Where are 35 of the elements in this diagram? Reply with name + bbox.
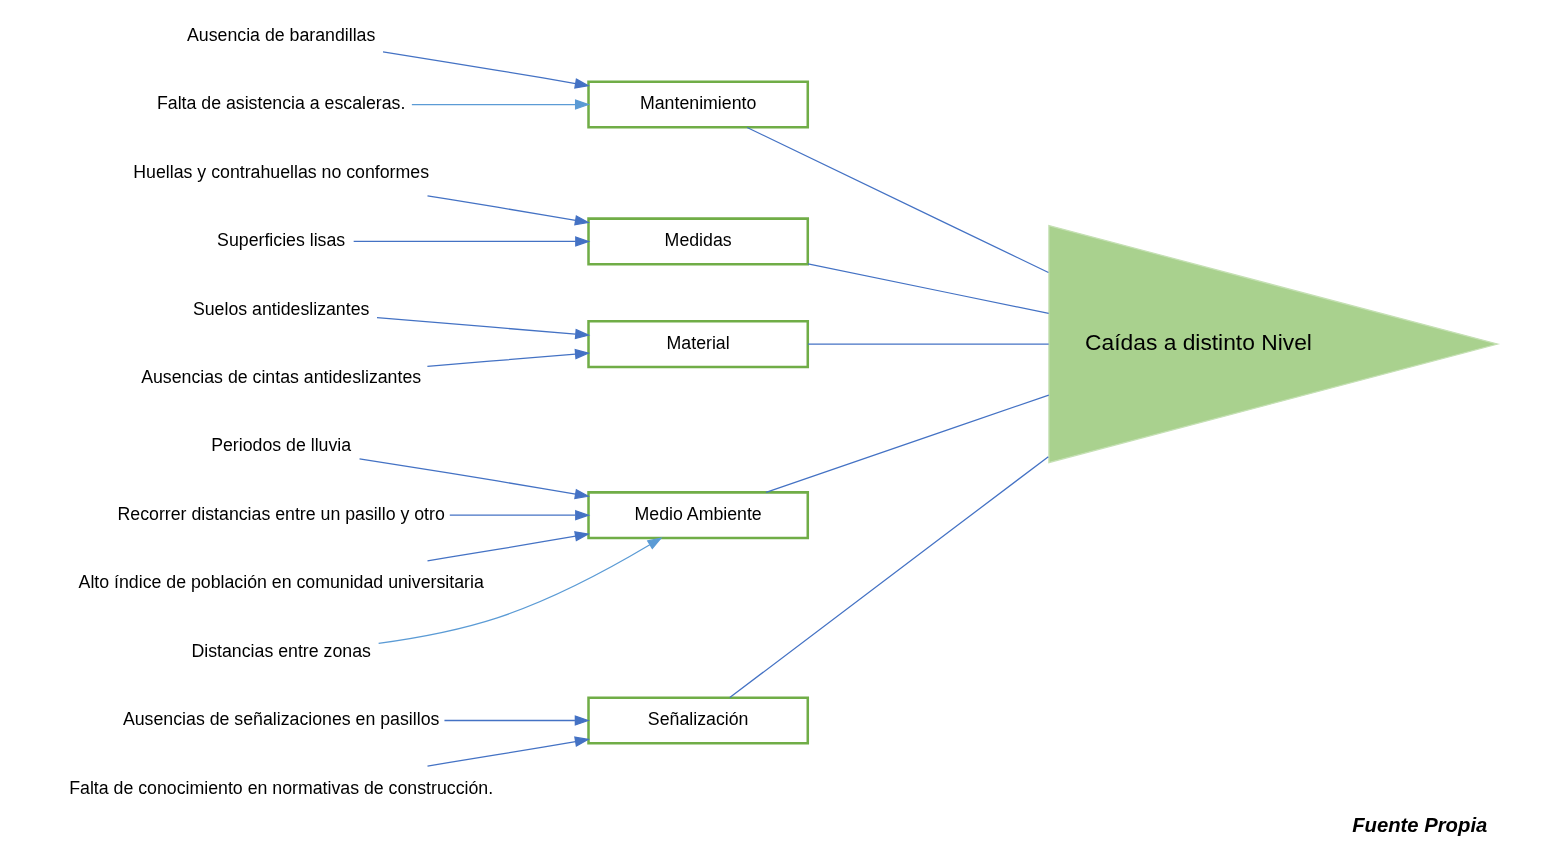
arrow [426,531,590,562]
node-text: Falta de conocimiento en normativas de construcción. [68,777,493,798]
connector [728,456,1049,699]
arrow [426,736,590,767]
node-text: Ausencia de barandillas [186,24,375,45]
arrow [448,509,590,521]
arrow [426,195,590,226]
node-text: Suelos antideslizantes [192,298,369,319]
node-text: Distancias entre zonas [190,640,371,661]
arrow [410,99,590,110]
node-text: Falta de asistencia a escaleras. [156,93,405,114]
node-box: Material [586,320,809,369]
node-box: Mantenimiento [586,80,809,129]
node-text: Ausencias de señalizaciones en pasillos [122,709,439,730]
connector [806,263,1049,315]
arrow [426,348,590,367]
node-box: Medio Ambiente [586,491,809,540]
node-text: Huellas y contrahuellas no conformes [132,161,429,182]
node-text: Alto índice de población en comunidad universitaria [78,572,484,593]
arrow [375,317,590,340]
arrow [443,715,590,726]
node-box: Medidas [586,217,809,266]
connector [764,394,1049,493]
node-text: Ausencias de cintas antideslizantes [140,366,421,387]
arrow [352,236,590,247]
node-text: Periodos de lluvia [210,435,351,456]
connector [806,343,1049,345]
node-box: Señalización [586,696,809,745]
arrow [358,458,590,500]
arrow [381,51,590,89]
caption: Fuente Propia [1351,813,1487,836]
node-text: Superficies lisas [216,230,345,251]
connector [746,126,1049,274]
arrow [377,537,663,644]
node-text: Recorrer distancias entre un pasillo y otro [117,503,445,524]
